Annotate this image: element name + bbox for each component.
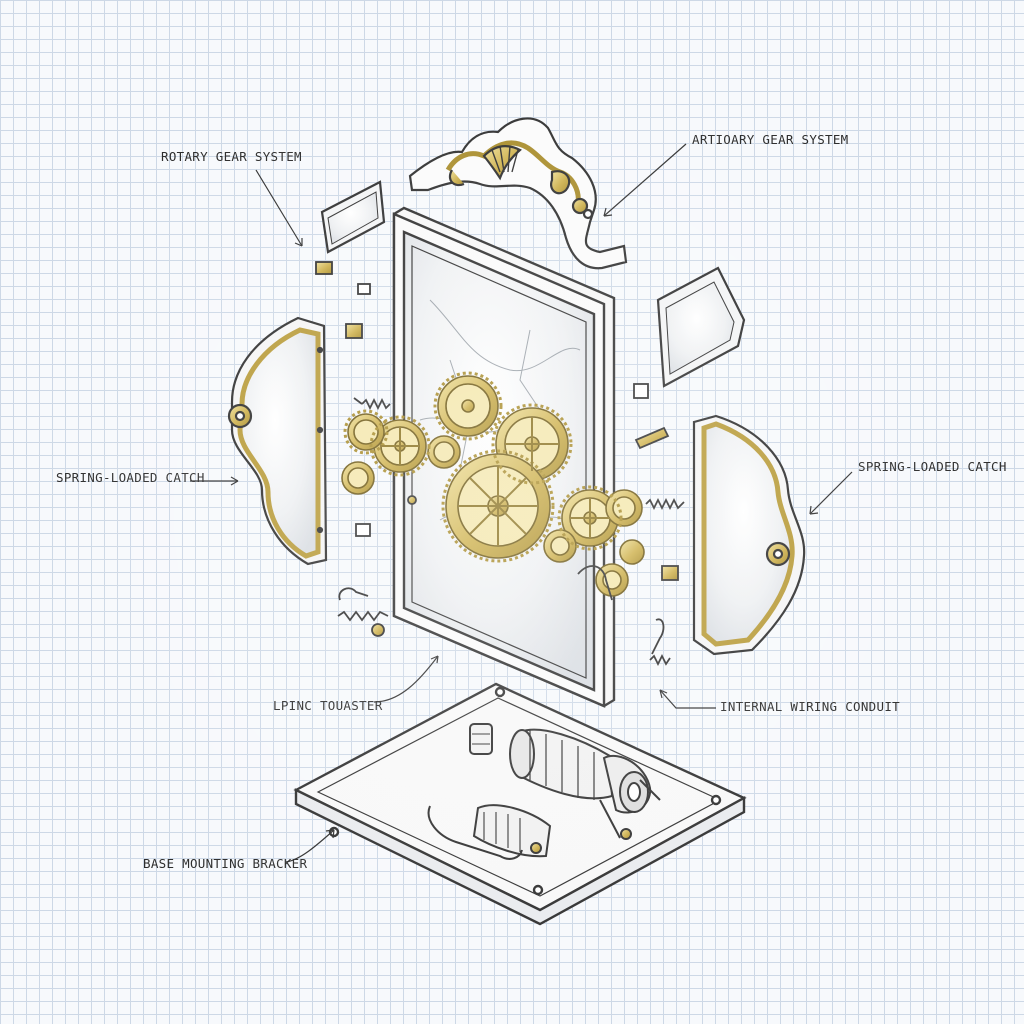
callout-bottom-center: LPINC TOUASTER xyxy=(273,698,383,713)
ornate-crest xyxy=(408,117,628,270)
callout-top-left: ROTARY GEAR SYSTEM xyxy=(161,149,302,164)
motor-assembly xyxy=(427,723,661,860)
leader-lines xyxy=(190,143,853,863)
right-side-panel xyxy=(692,414,806,656)
callout-bottom-right: INTERNAL WIRING CONDUIT xyxy=(720,699,900,714)
left-side-panel xyxy=(227,316,328,566)
callout-mid-right: SPRING-LOADED CATCH xyxy=(858,459,1007,474)
callout-mid-left: SPRING-LOADED CATCH xyxy=(56,470,205,485)
small-glass-panel-right xyxy=(656,266,746,388)
small-glass-panel-left xyxy=(320,180,386,254)
callout-bottom-left: BASE MOUNTING BRACKER xyxy=(143,856,308,871)
springs-hardware xyxy=(315,261,685,667)
callout-top-right: ARTIOARY GEAR SYSTEM xyxy=(692,132,849,147)
base-plate xyxy=(293,682,747,926)
